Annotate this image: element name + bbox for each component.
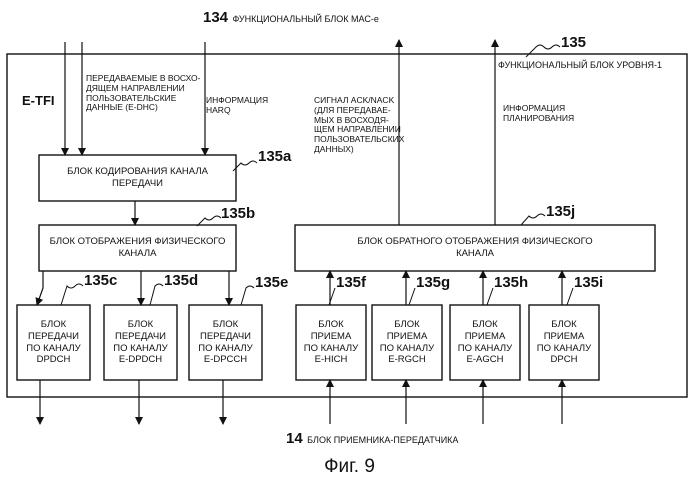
leader-135c	[60, 283, 84, 306]
arrow-to-tx-dpdch	[35, 271, 44, 306]
coding-block	[38, 154, 237, 202]
rx-ergch-label: БЛОК ПРИЕМА ПО КАНАЛУ E-RGCH	[379, 318, 435, 366]
ack-nack-label: СИГНАЛ ACK/NACK (ДЛЯ ПЕРЕДАВАЕ- МЫХ В ВО…	[314, 95, 405, 154]
ref-135j: 135j	[546, 203, 576, 220]
bottom-title-number: 14	[286, 430, 303, 447]
leader-135i	[566, 287, 574, 306]
tx-dpdch-label: БЛОК ПЕРЕДАЧИ ПО КАНАЛУ DPDCH	[26, 318, 81, 366]
top-title-label: ФУНКЦИОНАЛЬНЫЙ БЛОК МАС-e	[232, 14, 379, 24]
rx-ehich-label: БЛОК ПРИЕМА ПО КАНАЛУ E-HICH	[303, 318, 359, 366]
leader-135f	[328, 287, 336, 306]
tx-dpdch-block	[16, 304, 91, 381]
rx-eagch-label: БЛОК ПРИЕМА ПО КАНАЛУ E-AGCH	[457, 318, 513, 366]
outer-label: ФУНКЦИОНАЛЬНЫЙ БЛОК УРОВНЯ-1	[498, 60, 663, 70]
leader-135	[525, 44, 561, 58]
leader-135a	[232, 160, 258, 172]
mapping-block-label: БЛОК ОТОБРАЖЕНИЯ ФИЗИЧЕСКОГО КАНАЛА	[49, 236, 226, 259]
bottom-title: 14 БЛОК ПРИЕМНИКА-ПЕРЕДАТЧИКА	[286, 430, 458, 448]
figure-caption: Фиг. 9	[324, 456, 375, 477]
demapping-block-label: БЛОК ОБРАТНОГО ОТОБРАЖЕНИЯ ФИЗИЧЕСКОГО К…	[357, 236, 593, 259]
top-title-number: 134	[203, 9, 229, 26]
leader-135d	[149, 283, 164, 306]
leader-135j	[520, 213, 546, 226]
outer-block-frame	[6, 53, 688, 398]
tx-edpdch-label: БЛОК ПЕРЕДАЧИ ПО КАНАЛУ E-DPDCH	[113, 318, 168, 366]
etfi-label: E-TFI	[22, 93, 55, 108]
leader-135b	[196, 215, 222, 227]
ref-135h: 135h	[494, 274, 529, 291]
leader-135h	[486, 287, 494, 306]
bottom-title-label: БЛОК ПРИЕМНИКА-ПЕРЕДАТЧИКА	[307, 435, 459, 445]
outer-ref: 135	[561, 34, 587, 51]
top-title: 134 ФУНКЦИОНАЛЬНЫЙ БЛОК МАС-e	[203, 9, 379, 27]
ref-135a: 135a	[258, 148, 292, 165]
demapping-block	[294, 224, 656, 272]
ref-135d: 135d	[164, 272, 199, 289]
leader-135g	[408, 287, 416, 306]
ref-135c: 135c	[84, 272, 118, 289]
tx-edpcch-label: БЛОК ПЕРЕДАЧИ ПО КАНАЛУ E-DPCCH	[198, 318, 253, 366]
ref-135i: 135i	[574, 274, 604, 291]
ref-135g: 135g	[416, 274, 451, 291]
ref-135b: 135b	[221, 205, 256, 222]
leader-135e	[240, 285, 255, 306]
harq-label: ИНФОРМАЦИЯ HARQ	[206, 95, 269, 115]
uplink-data-label: ПЕРЕДАВАЕМЫЕ В ВОСХО- ДЯЩЕМ НАПРАВЛЕНИИ …	[86, 73, 201, 113]
rx-dpch-label: БЛОК ПРИЕМА ПО КАНАЛУ DPCH	[536, 318, 592, 366]
ref-135e: 135e	[255, 274, 289, 291]
ref-135f: 135f	[336, 274, 367, 291]
coding-block-label: БЛОК КОДИРОВАНИЯ КАНАЛА ПЕРЕДАЧИ	[67, 166, 208, 189]
scheduling-label: ИНФОРМАЦИЯ ПЛАНИРОВАНИЯ	[503, 103, 575, 123]
